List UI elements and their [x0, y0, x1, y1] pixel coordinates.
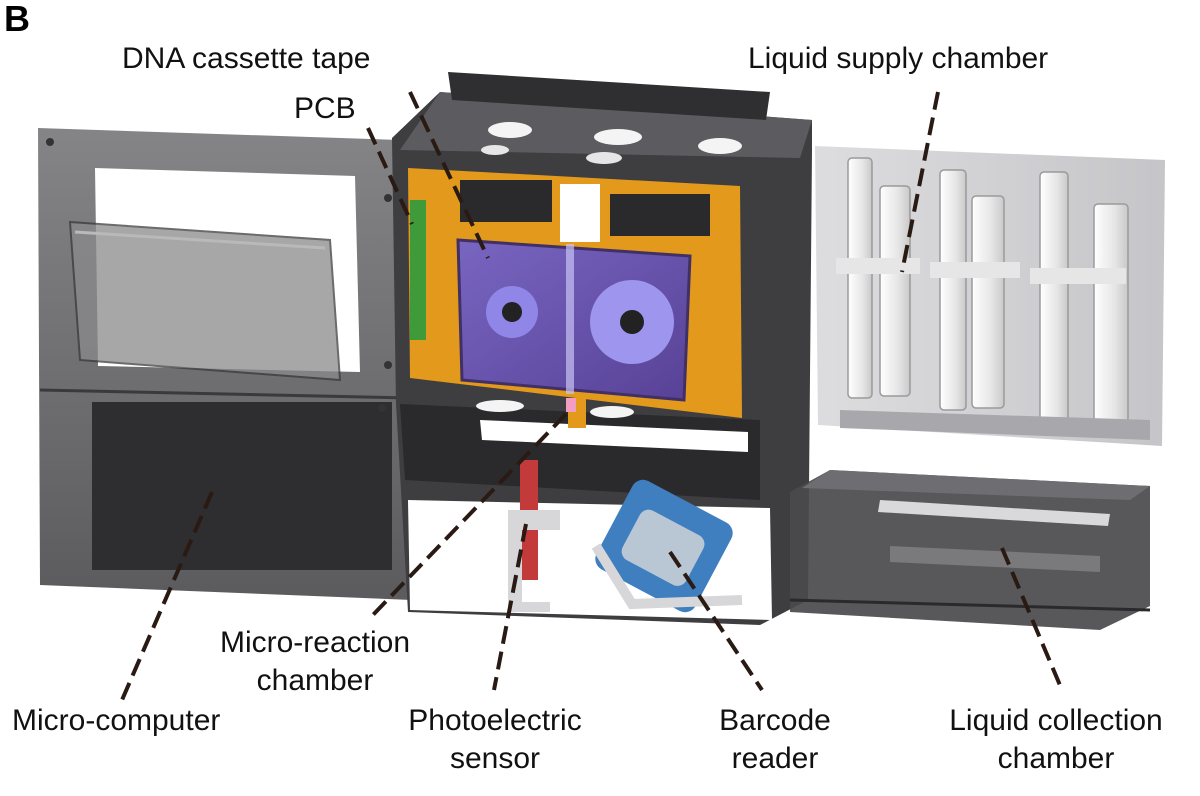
- label-liquid-collection-line1: Liquid collection: [949, 704, 1163, 737]
- pcb-green-connector: [410, 200, 426, 340]
- leader-liquid-supply: [900, 91, 940, 273]
- label-barcode-reader: Barcode reader: [690, 702, 860, 778]
- liquid-collection-module: [789, 470, 1151, 630]
- label-photoelectric-line1: Photoelectric: [408, 704, 582, 737]
- center-module: [392, 72, 812, 625]
- leader-micro-reaction: [368, 412, 568, 620]
- leader-lines: [120, 91, 1064, 701]
- label-dna-cassette-tape: DNA cassette tape: [122, 42, 371, 75]
- label-liquid-collection-chamber: Liquid collection chamber: [918, 702, 1194, 778]
- liquid-supply-module: [815, 146, 1165, 446]
- label-micro-reaction-line1: Micro-reaction: [219, 626, 411, 659]
- leader-photoelectric: [492, 523, 528, 691]
- label-photoelectric-line2: sensor: [449, 742, 541, 775]
- label-micro-computer: Micro-computer: [12, 704, 221, 737]
- leader-dna-cassette: [408, 91, 490, 259]
- label-pcb: PCB: [294, 92, 356, 125]
- label-liquid-supply-chamber: Liquid supply chamber: [748, 42, 1049, 75]
- label-barcode-line2: reader: [731, 742, 819, 775]
- leader-pcb: [366, 127, 414, 225]
- micro-computer-module: [38, 128, 412, 600]
- label-liquid-collection-line2: chamber: [997, 742, 1115, 775]
- label-micro-reaction-chamber: Micro-reaction chamber: [190, 624, 440, 700]
- leader-barcode: [668, 550, 764, 692]
- barcode-reader-body: [595, 479, 733, 613]
- leader-micro-computer: [120, 491, 214, 701]
- label-barcode-line1: Barcode: [719, 704, 831, 737]
- label-photoelectric-sensor: Photoelectric sensor: [380, 702, 610, 778]
- panel-label: B: [4, 0, 30, 39]
- label-micro-reaction-line2: chamber: [256, 664, 374, 697]
